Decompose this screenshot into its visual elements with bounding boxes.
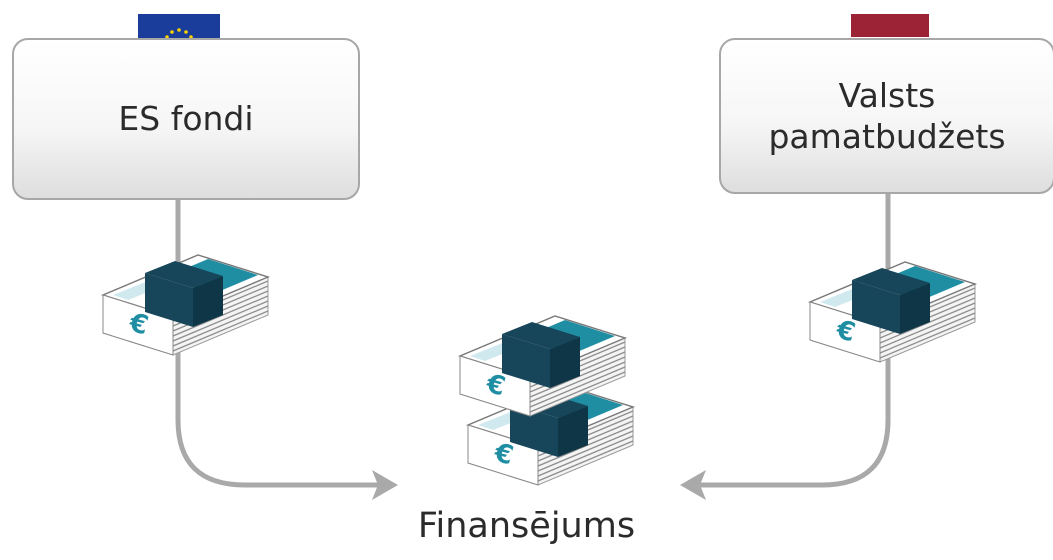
arrow-left-icon (680, 470, 706, 500)
state-budget-line-1: Valsts (838, 75, 936, 115)
source-label-state-budget: Valsts pamatbudžets (768, 75, 1005, 158)
connector-right (700, 194, 891, 488)
euro-money-stack-icon: € (102, 254, 269, 356)
result-label-financing: Finansējums (417, 506, 636, 546)
euro-money-double-stack-icon: € € (459, 315, 634, 486)
source-label-eu-funds: ES fondi (118, 99, 254, 139)
connector-left (175, 200, 378, 488)
arrow-right-icon (372, 470, 398, 500)
source-box-eu-funds: ES fondi (12, 38, 360, 200)
state-budget-line-2: pamatbudžets (768, 117, 1006, 156)
euro-money-stack-icon: € (809, 261, 976, 363)
source-box-state-budget: Valsts pamatbudžets (719, 38, 1053, 194)
connector-lines (175, 194, 891, 488)
